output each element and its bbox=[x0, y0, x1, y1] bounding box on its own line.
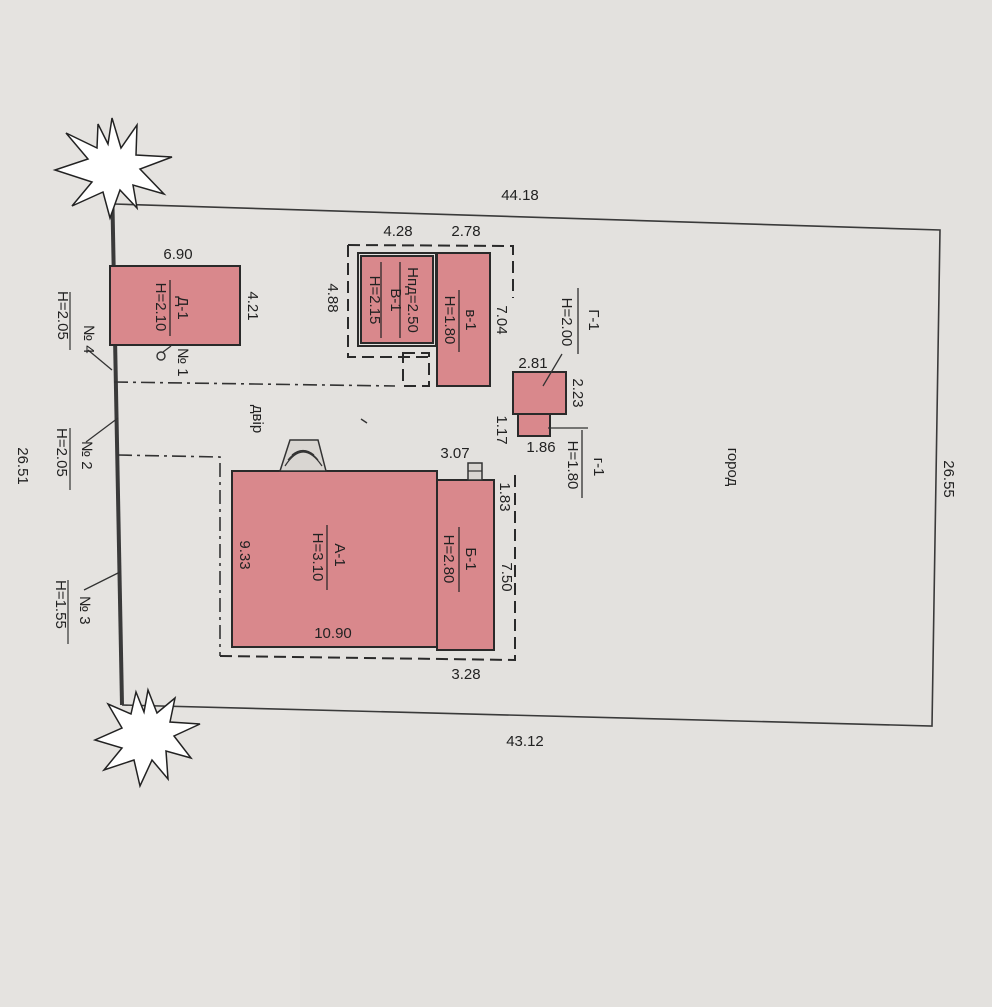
fence-4-height: H=2.05 bbox=[54, 291, 71, 340]
fence-leader-3 bbox=[83, 571, 121, 591]
A1-name: А-1 bbox=[331, 543, 348, 566]
G1-name: Г-1 bbox=[585, 309, 602, 330]
B1-small-dim: 1.83 bbox=[496, 482, 513, 511]
V1-height: H=2.15 bbox=[366, 276, 383, 325]
outline-A1 bbox=[219, 470, 516, 662]
building-V1 bbox=[360, 255, 434, 344]
fence-leader-4 bbox=[87, 349, 113, 371]
outline-V1-left bbox=[347, 245, 433, 358]
g1-width: 1.86 bbox=[526, 439, 555, 456]
G1-height-dim: 2.23 bbox=[569, 378, 586, 407]
building-D1 bbox=[109, 265, 241, 346]
B1-height: H=2.80 bbox=[440, 535, 457, 584]
well-leader bbox=[162, 345, 172, 353]
fence-2-height: H=2.05 bbox=[53, 428, 70, 477]
yard-mark bbox=[360, 418, 368, 424]
yard-line-upper bbox=[113, 381, 396, 387]
star-mark-bottom bbox=[92, 687, 201, 789]
D1-width: 6.90 bbox=[163, 246, 192, 263]
label-yard: двір bbox=[249, 405, 266, 433]
outline-V1 bbox=[347, 244, 514, 298]
fence-1-num: № 1 bbox=[174, 348, 191, 377]
building-g1 bbox=[517, 413, 551, 437]
outline-V1-porch bbox=[402, 352, 430, 387]
dim-right: 26.55 bbox=[940, 460, 957, 498]
building-B1 bbox=[436, 479, 495, 651]
V1-height-dim: 4.88 bbox=[324, 283, 341, 312]
fence-2-num: № 2 bbox=[78, 441, 95, 470]
building-v1 bbox=[436, 252, 491, 387]
plot-boundary bbox=[113, 203, 941, 727]
well-icon bbox=[156, 351, 166, 361]
fence-leader-2 bbox=[85, 417, 119, 443]
B1-name: Б-1 bbox=[462, 547, 479, 570]
g1-name: г-1 bbox=[590, 458, 607, 477]
g1-height-dim: 1.17 bbox=[493, 415, 510, 444]
B1-width: 3.28 bbox=[451, 666, 480, 683]
D1-height: H=2.10 bbox=[152, 283, 169, 332]
fence-4-num: № 4 bbox=[80, 325, 97, 354]
V1-width: 4.28 bbox=[383, 223, 412, 240]
G1-width: 2.81 bbox=[518, 355, 547, 372]
dim-left: 26.51 bbox=[14, 447, 31, 485]
building-G1 bbox=[512, 371, 567, 415]
label-garden: город bbox=[724, 448, 741, 487]
B1-height-dim: 7.50 bbox=[498, 562, 515, 591]
g1-height: H=1.80 bbox=[564, 441, 581, 490]
G1-height: H=2.00 bbox=[558, 298, 575, 347]
stairs-icon bbox=[278, 439, 327, 472]
fence-3-num: № 3 bbox=[76, 596, 93, 625]
building-A1 bbox=[231, 470, 438, 648]
star-mark-top bbox=[52, 117, 173, 221]
D1-name: Д-1 bbox=[174, 296, 191, 320]
v1-height-dim: 7.04 bbox=[493, 305, 510, 334]
V1-height-pd: Hпд=2.50 bbox=[404, 267, 421, 333]
fence-3-height: H=1.55 bbox=[52, 580, 69, 629]
v1-height: H=1.80 bbox=[441, 296, 458, 345]
A1-width: 10.90 bbox=[314, 625, 352, 642]
B1-porch-dim: 3.07 bbox=[440, 445, 469, 462]
v1-width: 2.78 bbox=[451, 223, 480, 240]
V1-name: В-1 bbox=[387, 288, 404, 311]
A1-height-dim: 9.33 bbox=[236, 540, 253, 569]
yard-line-lower bbox=[117, 454, 221, 656]
dim-top: 44.18 bbox=[501, 187, 539, 204]
leader-G1 bbox=[542, 353, 563, 387]
dim-bottom: 43.12 bbox=[506, 733, 544, 750]
A1-height: H=3.10 bbox=[309, 533, 326, 582]
v1-name: в-1 bbox=[462, 309, 479, 330]
D1-height-dim: 4.21 bbox=[244, 291, 261, 320]
